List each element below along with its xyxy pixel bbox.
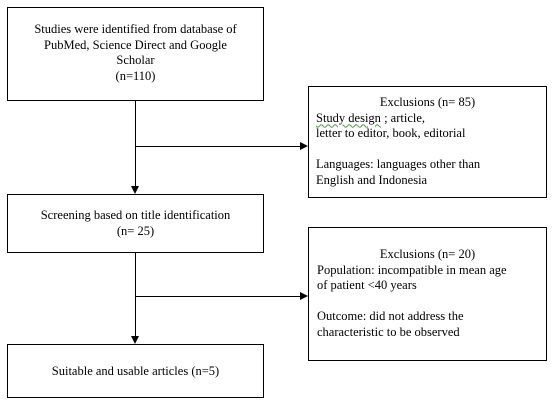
- exclusions-1-title: Exclusions (n= 85): [379, 95, 476, 109]
- screening-count: (n= 25): [116, 223, 155, 238]
- exclusions-1-languages-1: Languages: languages other than: [316, 157, 481, 171]
- screening-line-1: Screening based on title identification: [40, 208, 231, 222]
- exclusions-1-box: Exclusions (n= 85) Study design ; articl…: [308, 86, 547, 198]
- identification-line-3: Scholar: [116, 53, 155, 67]
- exclusions-2-outcome-2: characteristic to be observed: [317, 324, 460, 339]
- arrow-to-exclusions-1: [300, 142, 308, 150]
- exclusions-2-outcome-1: Outcome: did not address the: [317, 309, 464, 323]
- arrow-to-screening: [131, 186, 139, 194]
- exclusions-2-population-2: of patient <40 years: [317, 278, 417, 292]
- identification-line-2: PubMed, Science Direct and Google: [44, 37, 227, 52]
- connector-main-2: [135, 253, 136, 336]
- connector-branch-2: [135, 296, 300, 297]
- screening-box: Screening based on title identification …: [7, 194, 264, 253]
- identification-box: Studies were identified from database of…: [7, 7, 264, 101]
- identification-count: (n=110): [115, 68, 156, 83]
- study-design-label: Study design: [316, 110, 381, 125]
- connector-branch-1: [135, 146, 300, 147]
- study-design-rest: ; article,: [380, 110, 426, 125]
- exclusions-1-languages-2: English and Indonesia: [316, 172, 428, 187]
- exclusions-2-box: Exclusions (n= 20) Population: incompati…: [308, 227, 547, 361]
- final-label: Suitable and usable articles (n=5): [51, 364, 220, 378]
- exclusions-2-title: Exclusions (n= 20): [379, 247, 476, 261]
- connector-main-1: [135, 101, 136, 186]
- final-box: Suitable and usable articles (n=5): [7, 344, 264, 398]
- arrow-to-final: [131, 336, 139, 344]
- identification-line-1: Studies were identified from database of: [34, 22, 237, 36]
- arrow-to-exclusions-2: [300, 292, 308, 300]
- exclusions-1-line-2: letter to editor, book, editorial: [316, 126, 466, 140]
- exclusions-2-population-1: Population: incompatible in mean age: [317, 262, 507, 277]
- exclusions-1-study-design: Study design ; article,: [316, 111, 546, 127]
